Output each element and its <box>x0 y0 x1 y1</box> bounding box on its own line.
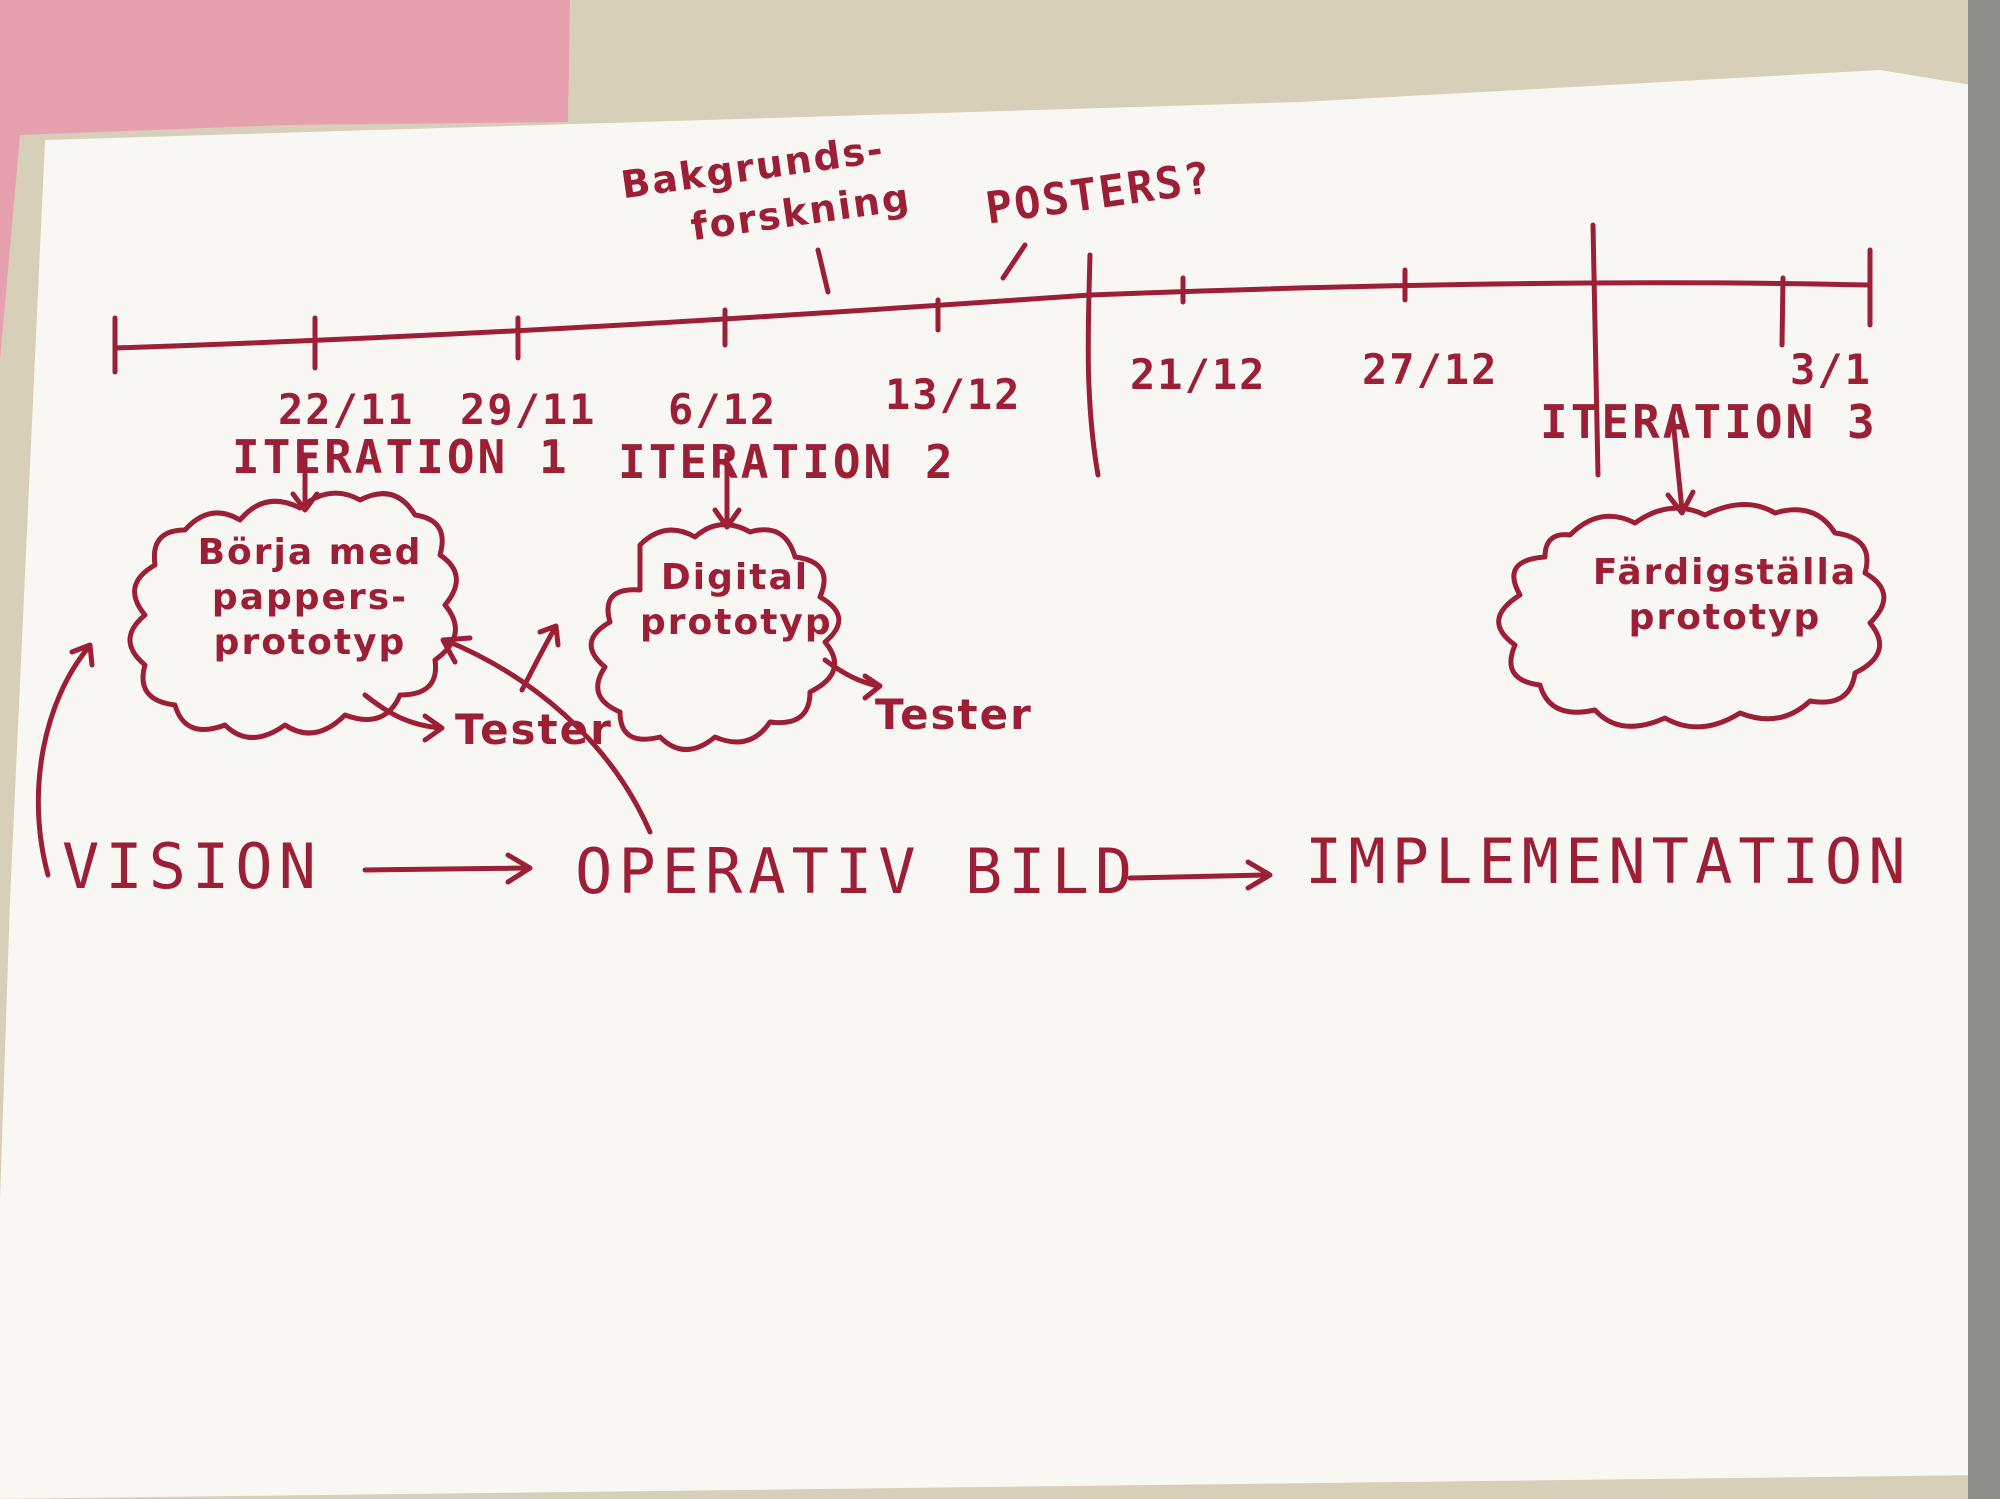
date-label: 22/11 <box>278 385 415 434</box>
tester-label-2: Tester <box>875 690 1033 739</box>
date-label: 27/12 <box>1362 345 1499 394</box>
date-label: 3/1 <box>1790 345 1872 394</box>
cloud-2-to-tester-arrow <box>822 657 883 701</box>
date-label: 6/12 <box>668 385 778 434</box>
research-pointer <box>815 247 831 295</box>
iteration-2-label: ITERATION 2 <box>618 435 956 489</box>
operativ-to-cloud-1-arrow <box>440 635 653 835</box>
date-label: 13/12 <box>885 370 1022 419</box>
tester-feedback-arrow <box>519 623 561 693</box>
fabric-edge <box>1968 0 2000 1499</box>
operativ-to-implementation-arrow <box>1127 859 1273 891</box>
cloud-outline-3 <box>1496 502 1887 730</box>
posters-pointer <box>1000 242 1028 281</box>
operativ-bild-label: OPERATIV BILD <box>575 835 1139 908</box>
implementation-label: IMPLEMENTATION <box>1305 825 1912 898</box>
cloud-outline-2 <box>588 522 842 752</box>
sticky-note <box>0 0 570 360</box>
timeline-axis <box>112 280 1871 351</box>
iteration-3-label: ITERATION 3 <box>1540 395 1878 449</box>
iteration-3-arrow <box>1665 417 1696 516</box>
tick-3-1 <box>1779 275 1786 348</box>
date-label: 29/11 <box>460 385 597 434</box>
cloud-1-to-tester-arrow <box>362 692 445 743</box>
phase-divider <box>1085 252 1101 478</box>
iteration-1-label: ITERATION 1 <box>232 430 570 484</box>
cloud-3-text: Färdigställa prototyp <box>1592 552 1858 638</box>
vision-loop-arrow <box>35 642 95 878</box>
cloud-outline-1 <box>127 490 459 740</box>
cloud-2-text: Digital prototyp <box>640 557 833 643</box>
paper-sheet <box>0 70 1990 1499</box>
vision-label: VISION <box>62 830 322 903</box>
tester-label-1: Tester <box>455 705 613 754</box>
iteration-3-divider <box>1590 222 1601 478</box>
vision-to-operativ-arrow <box>362 852 533 885</box>
cloud-1-text: Börja med pappers-prototyp <box>197 532 423 663</box>
date-label: 21/12 <box>1130 350 1267 399</box>
